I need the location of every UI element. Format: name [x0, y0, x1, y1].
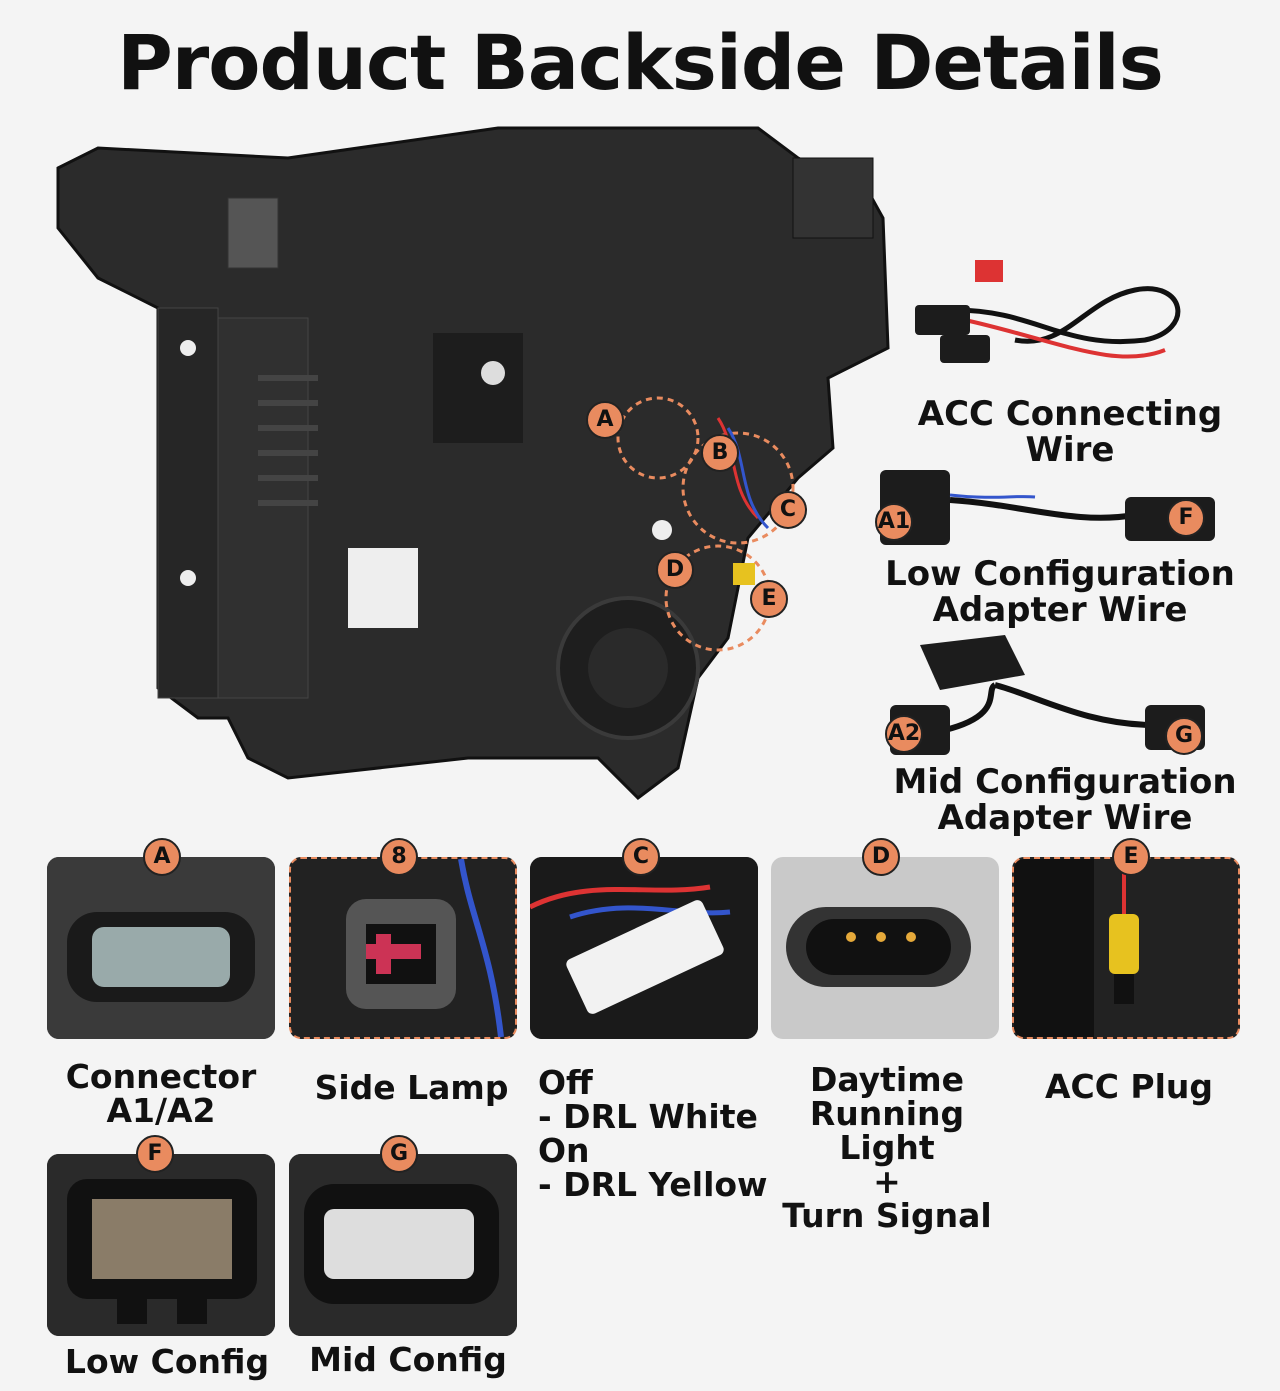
badge-a: A	[143, 838, 181, 876]
caption-drl-line2: - DRL White	[538, 1097, 758, 1136]
marker-g: G	[1165, 717, 1203, 755]
badge-d: D	[862, 838, 900, 876]
caption-daytime-line2: Running Light	[809, 1094, 965, 1167]
badge-e: E	[1112, 838, 1150, 876]
mid-config-adapter-label: Mid Configuration Adapter Wire	[885, 764, 1245, 836]
detail-side-lamp	[289, 857, 517, 1039]
caption-daytime-line4: Turn Signal	[782, 1196, 992, 1235]
detail-connector-a1a2	[47, 857, 275, 1039]
detail-drl-connector	[530, 857, 758, 1039]
low-config-adapter-label: Low Configuration Adapter Wire	[880, 556, 1240, 628]
low-config-adapter-label-line1: Low Configuration	[885, 554, 1235, 594]
badge-c: C	[622, 838, 660, 876]
caption-drl: Off - DRL White On - DRL Yellow	[538, 1066, 768, 1202]
caption-drl-line4: - DRL Yellow	[538, 1165, 768, 1204]
mid-config-adapter-image: A2 G	[885, 635, 1225, 760]
acc-connecting-wire-image	[915, 250, 1205, 380]
caption-daytime-line3: +	[873, 1162, 901, 1201]
detail-acc-plug	[1012, 857, 1240, 1039]
caption-mid-config: Mid Config	[309, 1340, 507, 1379]
caption-side-lamp: Side Lamp	[314, 1068, 509, 1107]
low-config-adapter-label-line2: Adapter Wire	[932, 590, 1188, 630]
detail-mid-config	[289, 1154, 517, 1336]
marker-f: F	[1167, 499, 1205, 537]
caption-connector-line2: A1/A2	[106, 1091, 216, 1130]
marker-a: A	[586, 401, 624, 439]
marker-a1: A1	[875, 503, 913, 541]
marker-d: D	[656, 551, 694, 589]
mid-config-adapter-label-line2: Adapter Wire	[937, 798, 1193, 838]
headlight-backside-image: A B C D E	[38, 118, 898, 808]
page-title: Product Backside Details	[117, 18, 1164, 107]
marker-b: B	[701, 434, 739, 472]
caption-daytime-line1: Daytime	[809, 1060, 964, 1099]
badge-g: G	[380, 1135, 418, 1173]
detail-low-config	[47, 1154, 275, 1336]
caption-drl-line3: On	[538, 1131, 590, 1170]
detail-daytime-running-light	[771, 857, 999, 1039]
marker-e: E	[750, 580, 788, 618]
marker-a2: A2	[885, 715, 923, 753]
caption-connector-line1: Connector	[65, 1057, 257, 1096]
caption-drl-line1: Off	[538, 1063, 593, 1102]
acc-wire-label: ACC Connecting Wire	[917, 394, 1223, 470]
caption-daytime: Daytime Running Light + Turn Signal	[771, 1063, 1003, 1233]
marker-c: C	[769, 491, 807, 529]
badge-f: F	[136, 1135, 174, 1173]
caption-connector: Connector A1/A2	[47, 1060, 275, 1128]
low-config-adapter-image: A1 F	[875, 465, 1225, 555]
badge-8: 8	[380, 838, 418, 876]
caption-low-config: Low Config	[64, 1342, 270, 1381]
caption-acc-plug: ACC Plug	[1044, 1067, 1214, 1106]
mid-config-adapter-label-line1: Mid Configuration	[893, 762, 1237, 802]
